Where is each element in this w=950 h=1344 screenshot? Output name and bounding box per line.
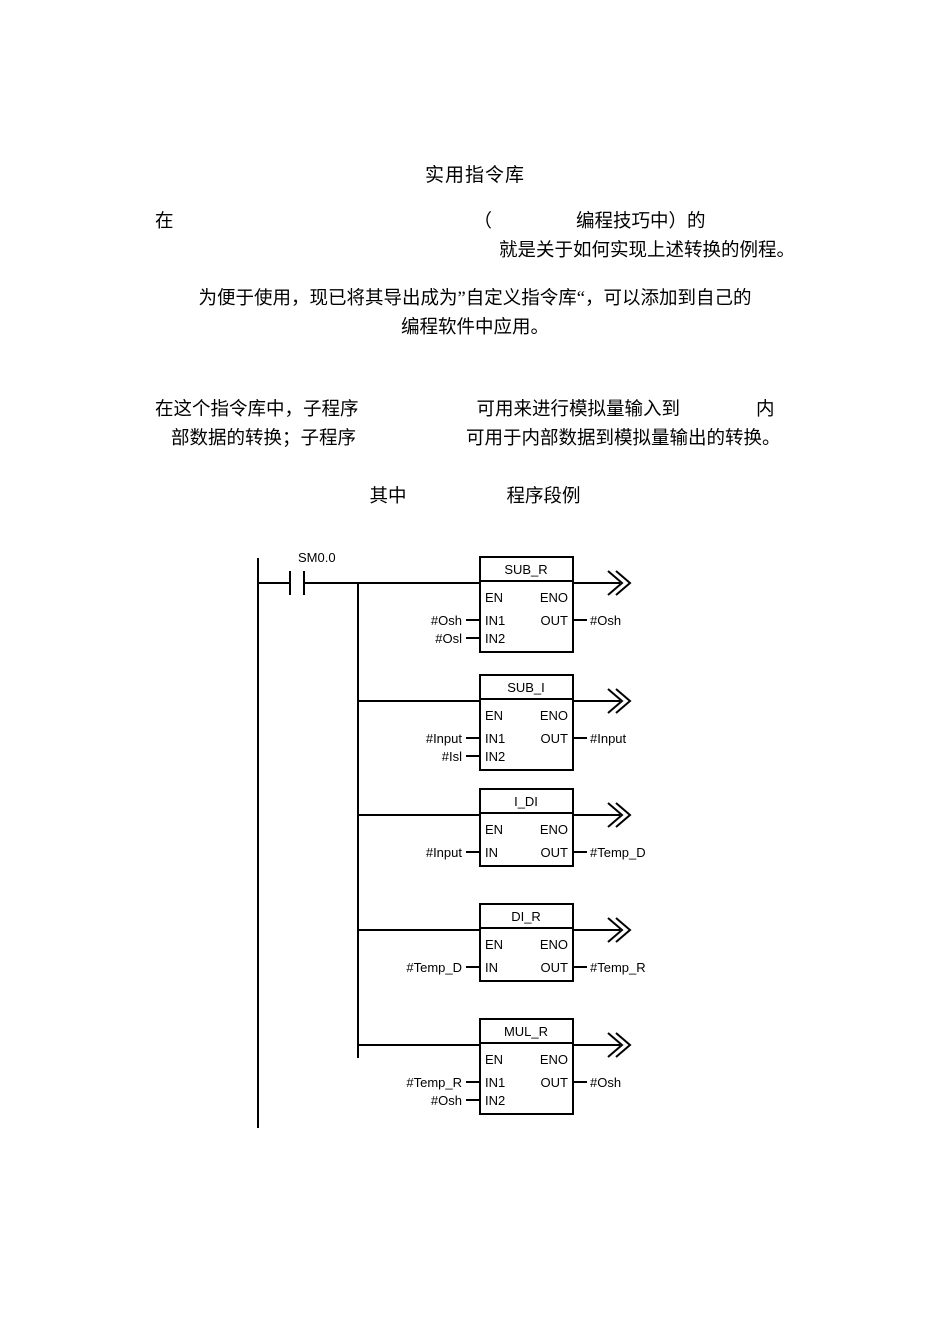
p4-text-b: 程序段例 xyxy=(506,487,581,507)
block-in-pin: IN1 xyxy=(485,731,505,746)
block-out-pin: OUT xyxy=(541,613,569,628)
block-eno-label: ENO xyxy=(540,1052,568,1067)
block-in-pin: IN1 xyxy=(485,1075,505,1090)
p3-text-a: 在这个指令库中，子程序 xyxy=(155,400,359,420)
operand-label: #Osh xyxy=(590,613,621,628)
paragraph-4: 其中 程序段例 xyxy=(155,483,795,512)
operand-label: #Osl xyxy=(435,631,462,646)
p1-text-a: 在 xyxy=(155,212,174,232)
power-contact-label: SM0.0 xyxy=(298,550,336,565)
operand-label: #Temp_D xyxy=(590,845,646,860)
paragraph-1-line-2: 就是关于如何实现上述转换的例程。 xyxy=(155,237,795,266)
block-en-label: EN xyxy=(485,708,503,723)
p4-text-a: 其中 xyxy=(369,487,407,507)
block-name: SUB_I xyxy=(507,680,545,695)
operand-label: #Input xyxy=(426,845,463,860)
block-out-pin: OUT xyxy=(541,1075,569,1090)
block-name: I_DI xyxy=(514,794,538,809)
block-in-pin: IN xyxy=(485,845,498,860)
block-name: SUB_R xyxy=(504,562,547,577)
p1-text-c: 编程技巧中）的 xyxy=(576,212,706,232)
block-name: DI_R xyxy=(511,909,541,924)
page-title: 实用指令库 xyxy=(424,165,525,186)
operand-label: #Temp_R xyxy=(590,960,646,975)
p3-text-c: 内 xyxy=(756,400,775,420)
block-en-label: EN xyxy=(485,822,503,837)
operand-label: #Input xyxy=(426,731,463,746)
ladder-diagram: SM0.0 SUB_R EN ENO IN1 IN2 xyxy=(230,540,660,1145)
block-out-pin: OUT xyxy=(541,845,569,860)
block-in-pin: IN xyxy=(485,960,498,975)
p3-text-b: 可用来进行模拟量输入到 xyxy=(476,400,681,420)
paragraph-3-line-2: 部数据的转换；子程序 可用于内部数据到模拟量输出的转换。 xyxy=(155,425,795,454)
block-name: MUL_R xyxy=(504,1024,548,1039)
block-en-label: EN xyxy=(485,1052,503,1067)
ladder-block: SUB_I EN ENO IN1 IN2 OUT #Input #Isl #In… xyxy=(358,674,632,771)
block-out-pin: OUT xyxy=(541,731,569,746)
block-eno-label: ENO xyxy=(540,708,568,723)
block-in-pin: IN1 xyxy=(485,613,505,628)
p1-text-d: 就是关于如何实现上述转换的例程。 xyxy=(498,241,795,261)
block-en-label: EN xyxy=(485,590,503,605)
paragraph-1-line-1: 在 （ 编程技巧中）的 xyxy=(155,208,795,237)
paragraph-2-line-2: 编程软件中应用。 xyxy=(155,314,795,343)
ladder-block: MUL_R EN ENO IN1 IN2 OUT #Temp_R #Osh #O… xyxy=(358,1018,632,1115)
p3-text-e: 可用于内部数据到模拟量输出的转换。 xyxy=(466,429,781,449)
ladder-block: SUB_R EN ENO IN1 IN2 OUT #Osh #Osl #Osh xyxy=(358,556,632,653)
block-eno-label: ENO xyxy=(540,937,568,952)
block-out-pin: OUT xyxy=(541,960,569,975)
paragraph-3-line-1: 在这个指令库中，子程序 可用来进行模拟量输入到 内 xyxy=(155,396,795,425)
ladder-block: DI_R EN ENO IN OUT #Temp_D #Temp_R xyxy=(358,903,646,982)
block-in-pin: IN2 xyxy=(485,749,505,764)
paragraph-2-line-1: 为便于使用，现已将其导出成为”自定义指令库“，可以添加到自己的 xyxy=(155,285,795,314)
operand-label: #Temp_R xyxy=(406,1075,462,1090)
block-eno-label: ENO xyxy=(540,822,568,837)
p2-text-a: 为便于使用，现已将其导出成为”自定义指令库“，可以添加到自己的 xyxy=(198,289,752,309)
block-eno-label: ENO xyxy=(540,590,568,605)
block-in-pin: IN2 xyxy=(485,1093,505,1108)
block-in-pin: IN2 xyxy=(485,631,505,646)
operand-label: #Input xyxy=(590,731,627,746)
operand-label: #Osh xyxy=(431,613,462,628)
operand-label: #Osh xyxy=(431,1093,462,1108)
block-en-label: EN xyxy=(485,937,503,952)
operand-label: #Temp_D xyxy=(406,960,462,975)
p1-text-b: （ xyxy=(473,212,493,232)
operand-label: #Osh xyxy=(590,1075,621,1090)
operand-label: #Isl xyxy=(442,749,462,764)
p2-text-b: 编程软件中应用。 xyxy=(400,318,549,338)
ladder-block: I_DI EN ENO IN OUT #Input #Temp_D xyxy=(358,788,646,867)
p3-text-d: 部数据的转换；子程序 xyxy=(171,429,357,449)
